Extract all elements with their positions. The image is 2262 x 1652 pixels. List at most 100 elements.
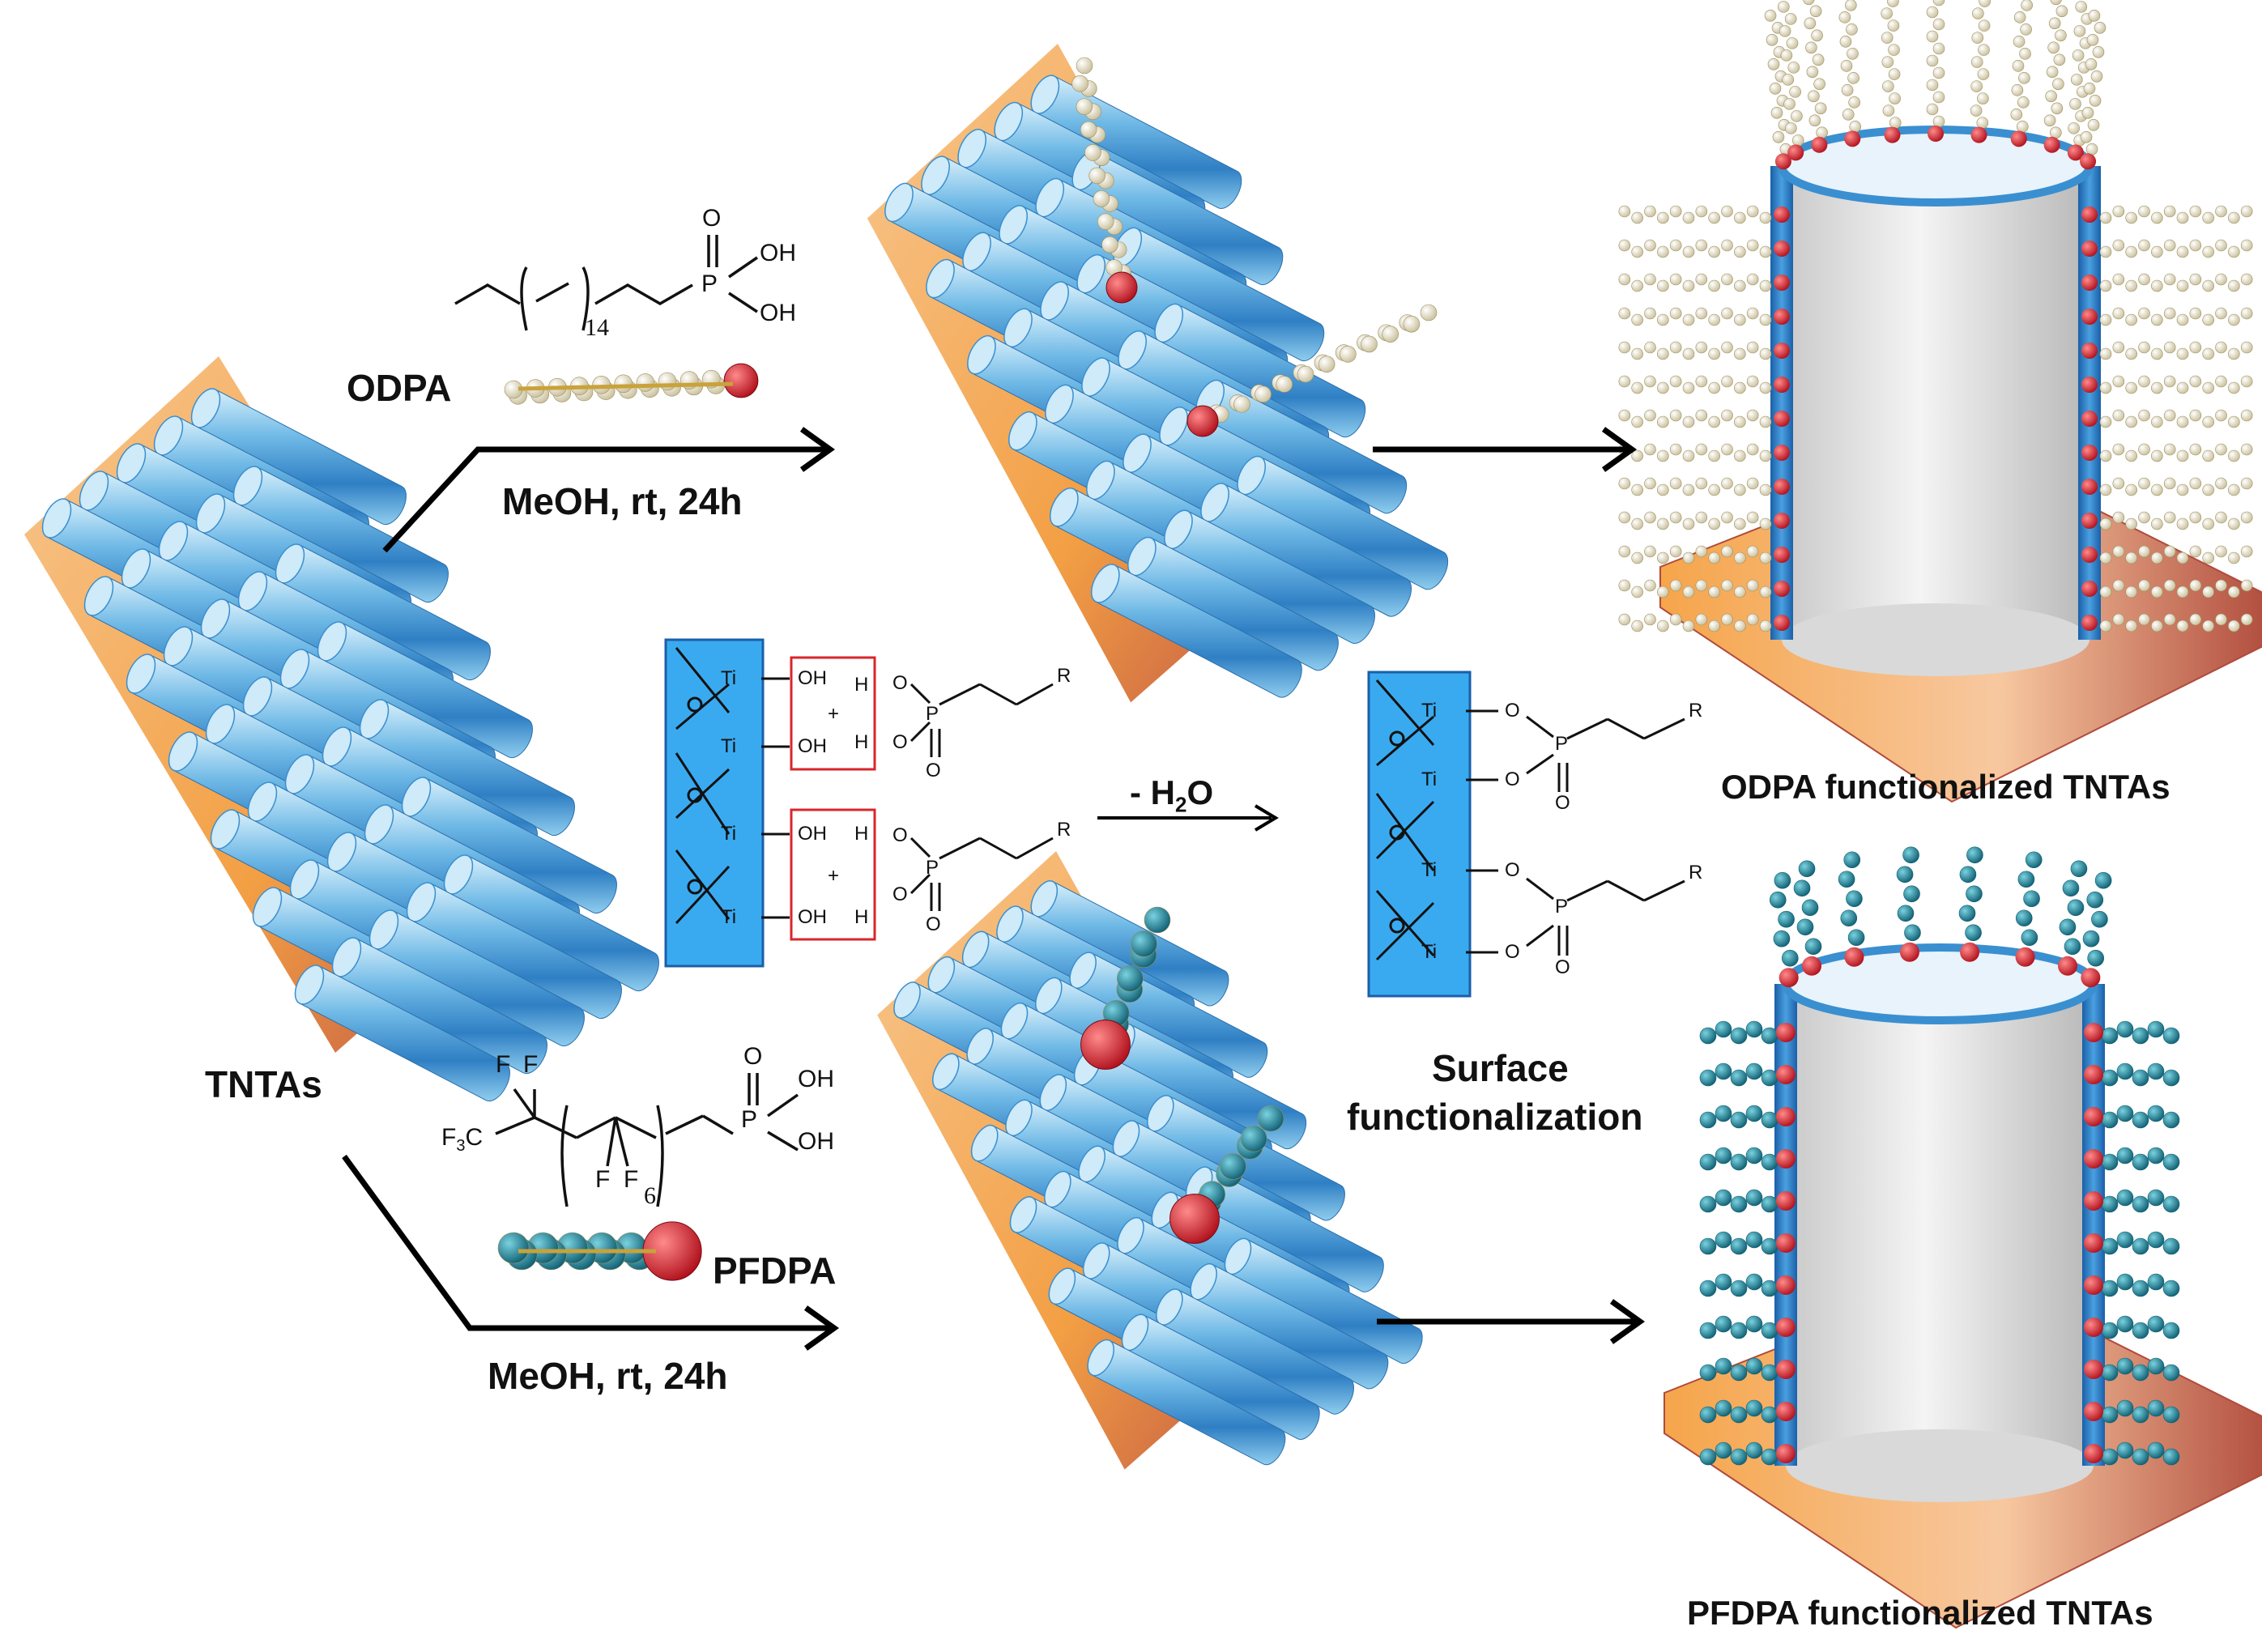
nanotube: [1160, 1289, 1355, 1415]
chain-atom: [1695, 443, 1708, 456]
chain-atom: [1808, 114, 1821, 127]
odpa-side-chain: [1618, 443, 1790, 462]
chain-atom: [1721, 545, 1733, 558]
pfdpa-side-chain: [1699, 1441, 1796, 1466]
chain-atom: [2015, 909, 2033, 927]
nanotube-opening: [168, 731, 198, 772]
nanotube-opening: [1009, 1196, 1037, 1233]
chain-atom: [1932, 66, 1945, 79]
chain-atom: [1814, 102, 1827, 115]
chain-atom: [1888, 68, 1901, 80]
chain-atom: [1811, 29, 1823, 42]
chain-atom: [2099, 245, 2112, 258]
chain-atom: [1745, 1315, 1763, 1333]
chain-atom: [2189, 375, 2202, 388]
odpa-side-chain: [1618, 613, 1790, 632]
pfdpa-side-chain: [1699, 1062, 1796, 1087]
pfdpa-chain: [497, 1221, 702, 1281]
phosphonate-head: [1776, 1233, 1796, 1253]
chain-atom: [2202, 585, 2214, 598]
chain-atom: [1847, 929, 1865, 947]
chain-atom: [2240, 477, 2253, 490]
chain-atom: [1896, 866, 1914, 883]
odpa-rim-chain: [1970, 0, 1991, 143]
chain-atom: [2215, 273, 2227, 286]
chain-atom: [2099, 347, 2112, 360]
chain-atom: [1682, 279, 1695, 292]
odpa-side-chain: [2081, 409, 2253, 428]
chain-atom: [1889, 92, 1901, 104]
chain-atom: [1669, 477, 1682, 490]
chain-atom: [1746, 375, 1759, 388]
chain-atom: [2240, 579, 2253, 592]
phosphonate-head: [2084, 1402, 2103, 1421]
chain-atom: [1903, 885, 1920, 903]
phosphonate-head: [1960, 942, 1980, 962]
reactant-h-3: H: [854, 823, 869, 845]
nanotube: [1241, 456, 1449, 590]
pfdpa-oh2: OH: [798, 1128, 834, 1155]
chain-atom: [1403, 315, 1421, 333]
nanotube: [1091, 1339, 1286, 1466]
chain-atom: [1730, 1195, 1748, 1213]
chain-atom: [2162, 1279, 2180, 1297]
chain-atom: [1708, 415, 1720, 428]
phosphonate-head: [1774, 513, 1790, 529]
odpa-side-chain: [1618, 273, 1790, 292]
chain-atom: [2099, 551, 2112, 564]
chain-atom: [2147, 1231, 2165, 1249]
pfdpa-f4: F: [624, 1166, 639, 1193]
chain-atom: [2099, 449, 2112, 462]
chain-atom: [1657, 449, 1669, 462]
chain-atom: [2138, 511, 2150, 524]
chain-atom: [1715, 1315, 1732, 1333]
chain-atom: [2112, 477, 2125, 490]
pfdpa-side-chain: [1699, 1020, 1796, 1045]
chain-atom: [2021, 929, 2038, 947]
chain-atom: [1734, 585, 1746, 598]
chain-atom: [1682, 449, 1695, 462]
chain-atom: [1657, 585, 1669, 598]
chain-atom: [2240, 409, 2253, 422]
chain-atom: [2147, 1105, 2165, 1122]
chain-atom: [1144, 906, 1171, 934]
odpa-side-chain: [2081, 205, 2253, 224]
chain-atom: [1782, 74, 1795, 86]
reactant-ti-2: Ti: [721, 735, 737, 757]
odpa-side-chain: [1618, 409, 1790, 428]
pfdpa-side-chain: [1699, 1315, 1796, 1339]
odpa-oh2: OH: [760, 300, 796, 326]
chain-atom: [1932, 91, 1945, 104]
odpa-attached-chain: [1071, 57, 1138, 304]
chain-atom: [1669, 409, 1682, 422]
chain-atom: [1708, 483, 1720, 496]
chain-atom: [1932, 115, 1945, 128]
chain-atom: [2176, 620, 2189, 632]
nanotube: [411, 883, 622, 1020]
chain-atom: [2202, 449, 2214, 462]
odpa-space-filling-model: [504, 363, 759, 405]
chain-atom: [1791, 134, 1804, 147]
chain-atom: [2176, 585, 2189, 598]
nanotube: [1199, 380, 1408, 514]
chain-atom: [1806, 66, 1819, 79]
chain-atom: [2075, 1, 2088, 13]
chain-atom: [2163, 545, 2176, 558]
chain-atom: [1734, 551, 1746, 564]
reactant-scheme: [664, 638, 1054, 968]
odpa-side-chain: [2081, 273, 2253, 292]
chain-atom: [1959, 866, 1977, 883]
chain-atom: [1682, 585, 1695, 598]
odpa-rim-chain: [1926, 0, 1945, 142]
chain-atom: [1888, 44, 1900, 56]
chain-atom: [1730, 1237, 1748, 1255]
pfdpa-rim-chain: [2081, 871, 2112, 988]
pfdpa-side-chain: [2084, 1020, 2180, 1045]
chain-atom: [1734, 449, 1746, 462]
chain-atom: [1848, 96, 1860, 109]
product-o-2: O: [1505, 769, 1520, 790]
chain-atom: [1721, 443, 1733, 456]
chain-atom: [1745, 1062, 1763, 1080]
chain-atom: [1882, 104, 1895, 117]
